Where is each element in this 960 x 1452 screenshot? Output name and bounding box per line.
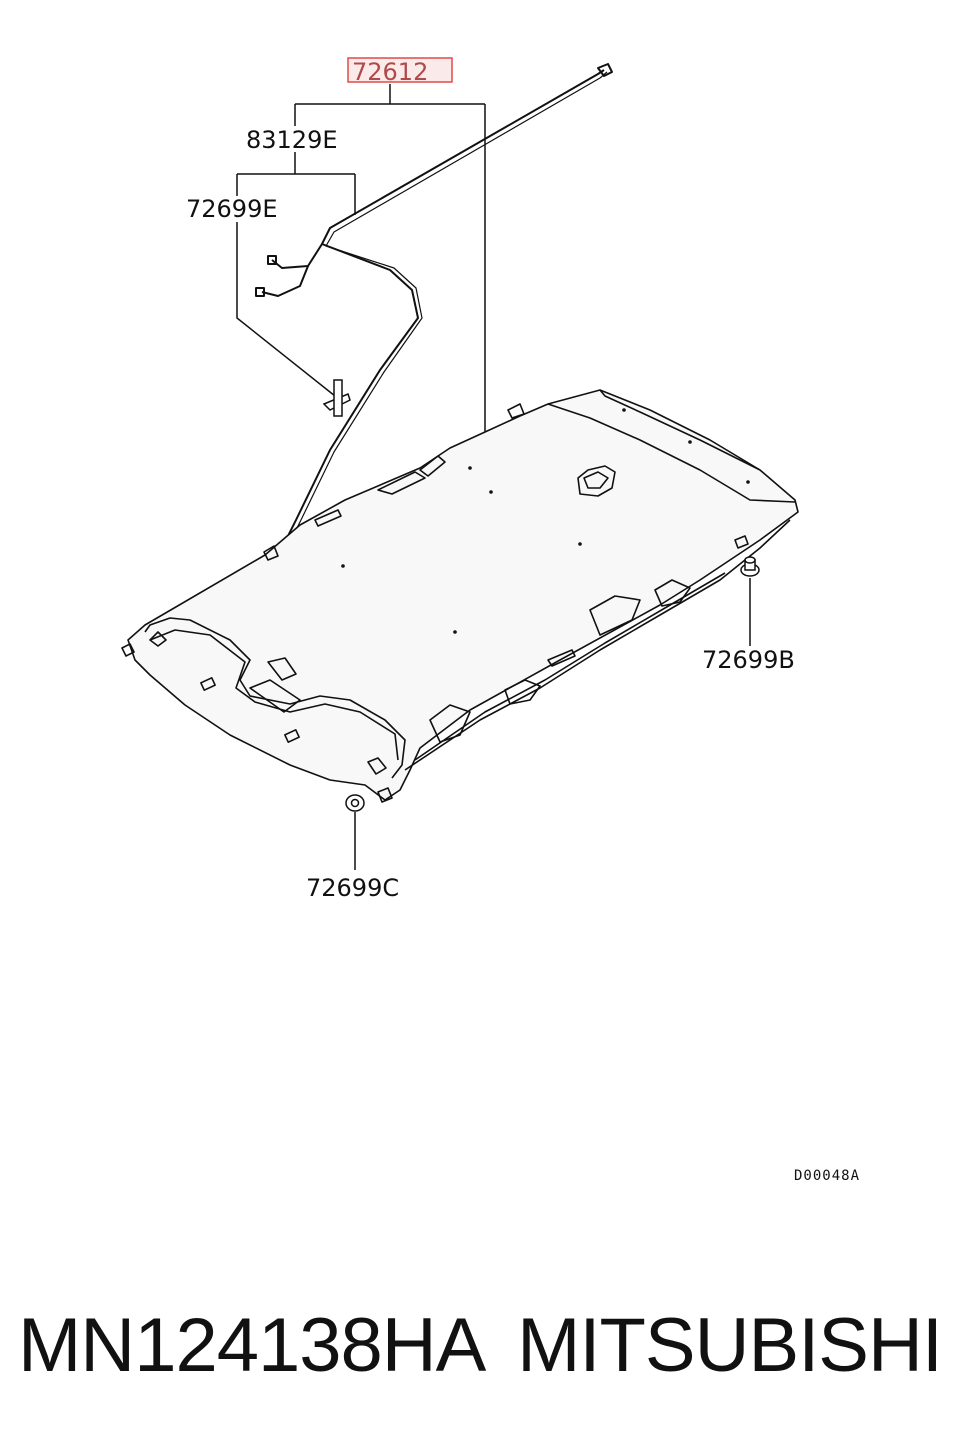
clip-72699c-icon — [345, 794, 365, 812]
headliner-panel — [121, 389, 799, 803]
callout-72699B[interactable]: 72699B — [702, 646, 795, 674]
footer-caption: MN124138HA MITSUBISHI — [18, 1295, 943, 1395]
part-number: MN124138HA — [18, 1302, 486, 1388]
callout-83129E[interactable]: 83129E — [246, 126, 338, 154]
highlight-box — [347, 57, 453, 83]
clip-72699e-icon — [322, 379, 351, 417]
callout-72699E[interactable]: 72699E — [186, 195, 278, 223]
callout-72612[interactable]: 72612 — [352, 58, 428, 86]
leader-lines — [236, 84, 751, 870]
callout-72699C[interactable]: 72699C — [306, 874, 399, 902]
mounting-points — [341, 408, 750, 634]
brand-name: MITSUBISHI — [517, 1302, 943, 1388]
clip-72699b-icon — [740, 556, 760, 577]
drawing-code: D00048A — [794, 1168, 860, 1184]
